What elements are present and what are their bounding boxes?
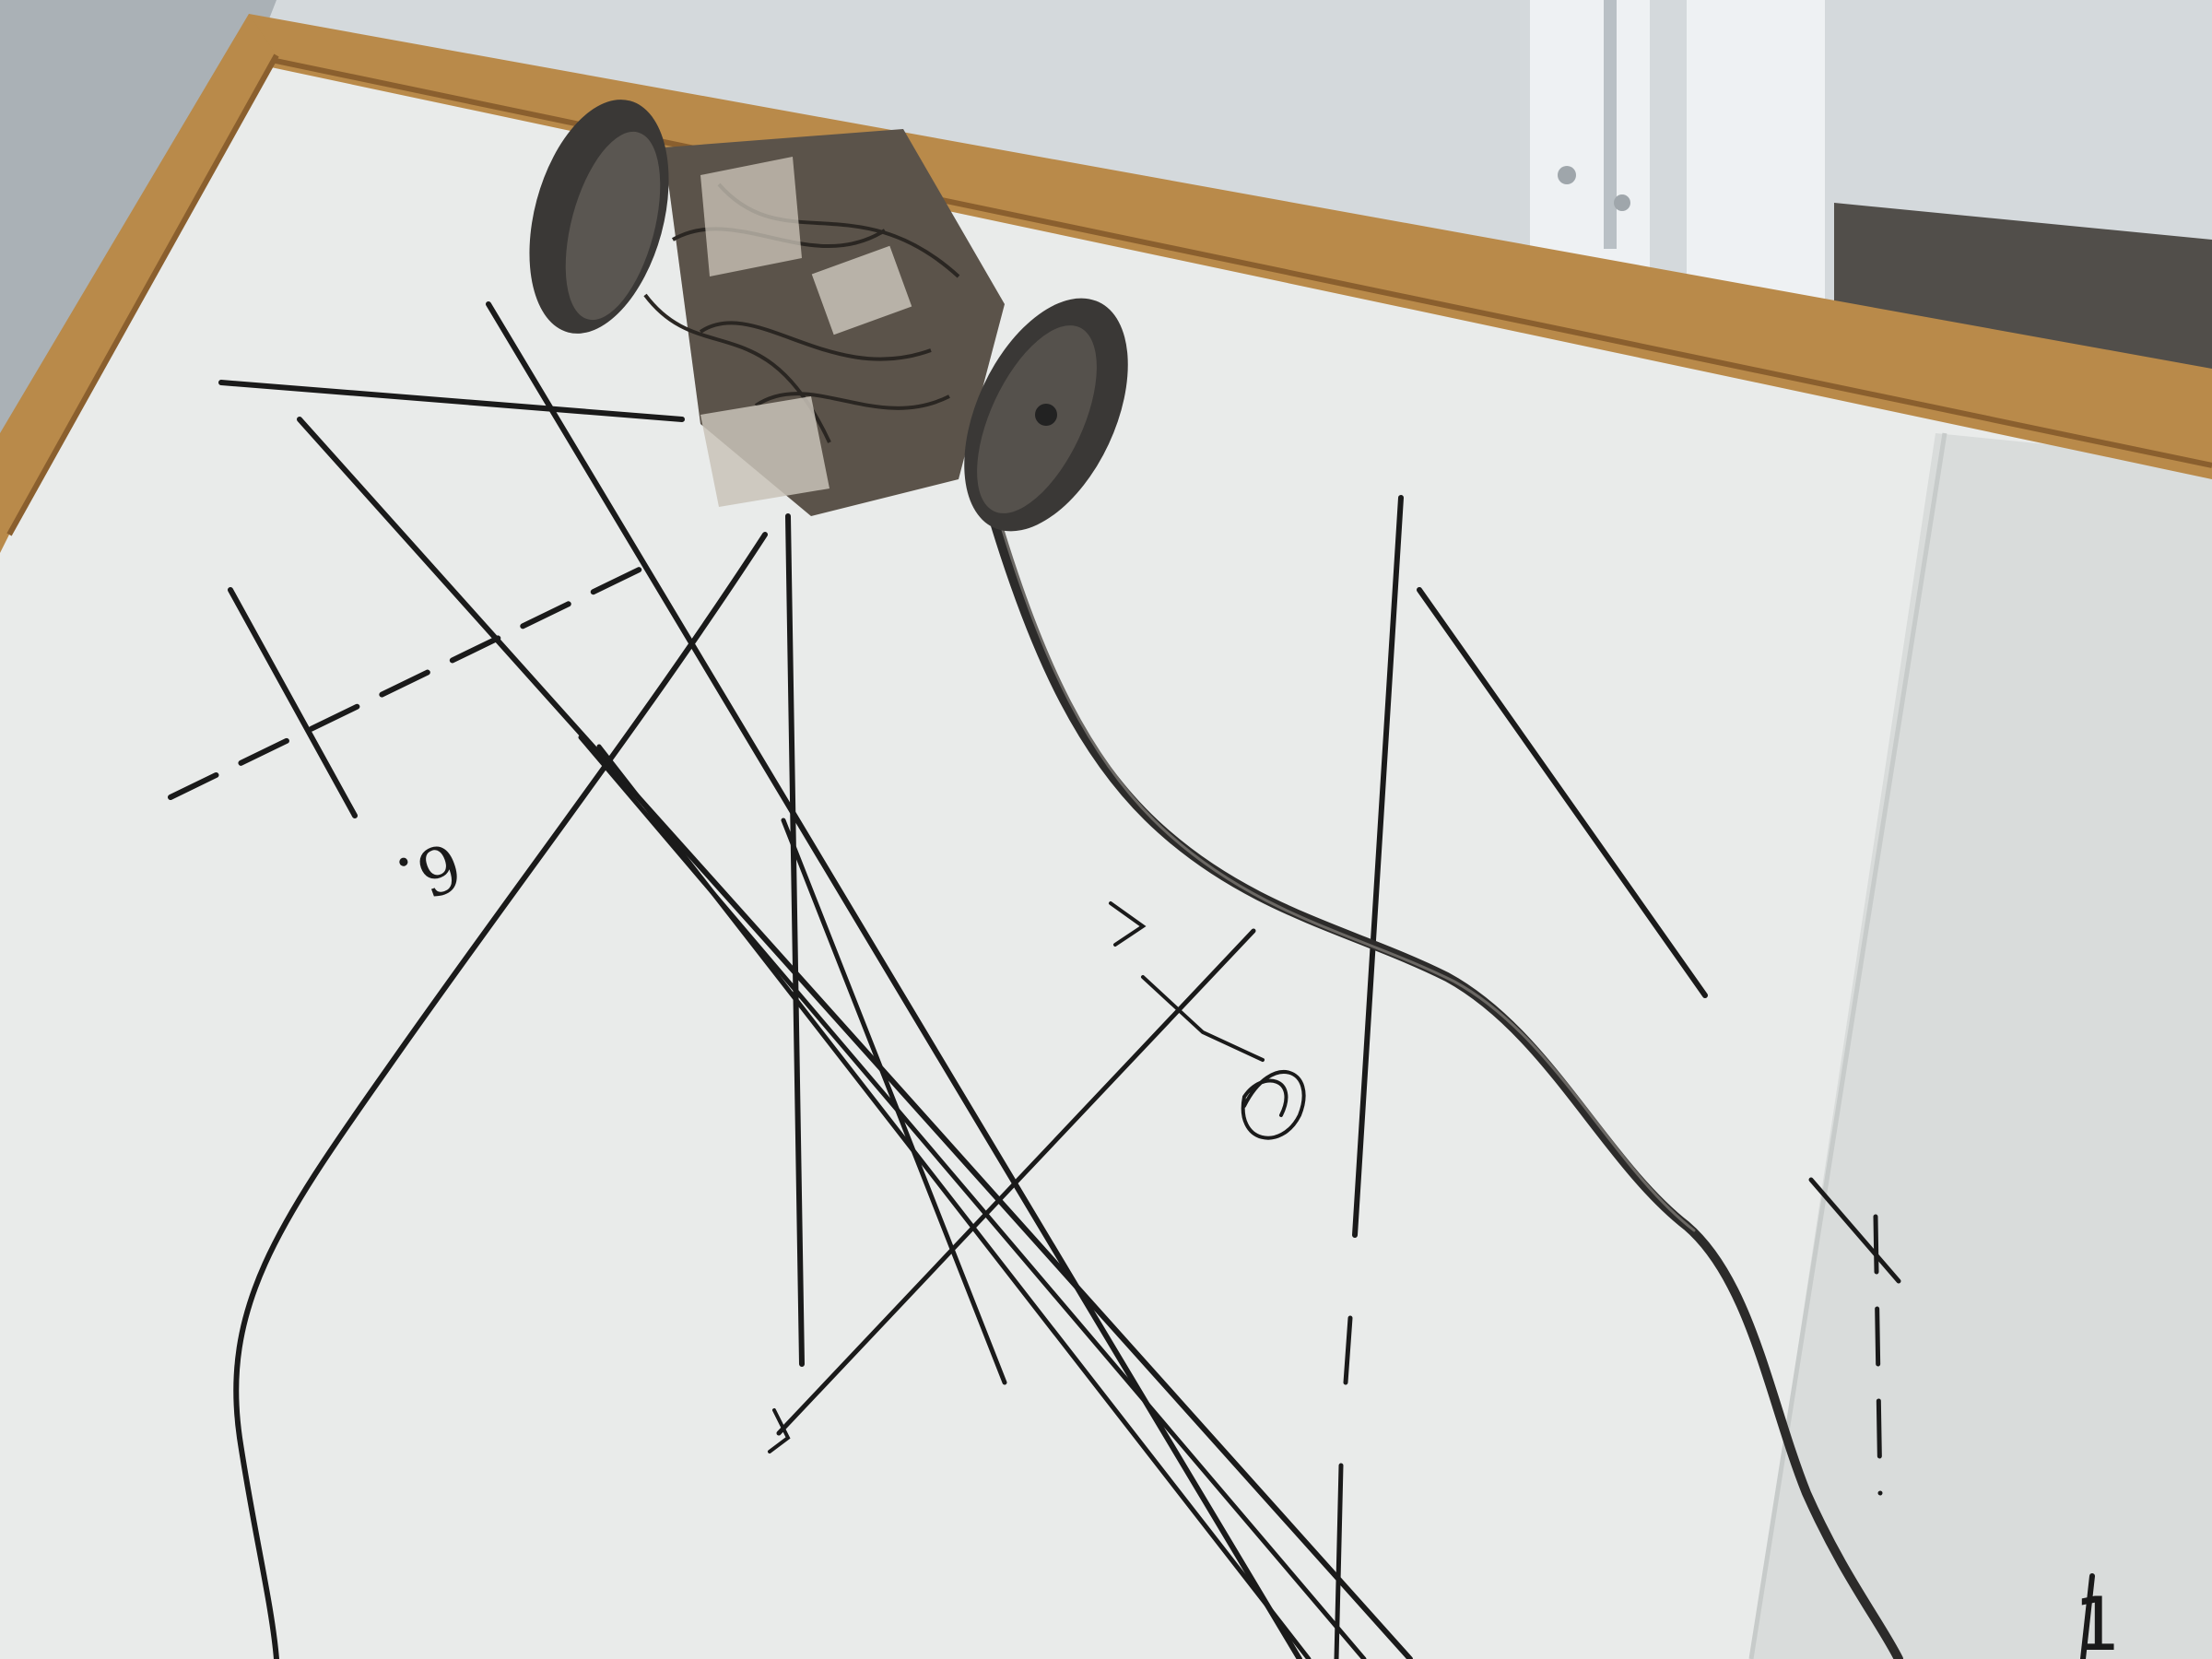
robot bbox=[529, 100, 1128, 532]
ink-drawing bbox=[168, 301, 2095, 1659]
paper-surface bbox=[0, 51, 2212, 1659]
paper-shade bbox=[1751, 433, 2212, 1659]
handwritten-mark-1: 1 bbox=[2074, 1582, 2121, 1659]
robot-cable bbox=[991, 521, 1903, 1659]
wall-pipes bbox=[1530, 0, 2212, 387]
